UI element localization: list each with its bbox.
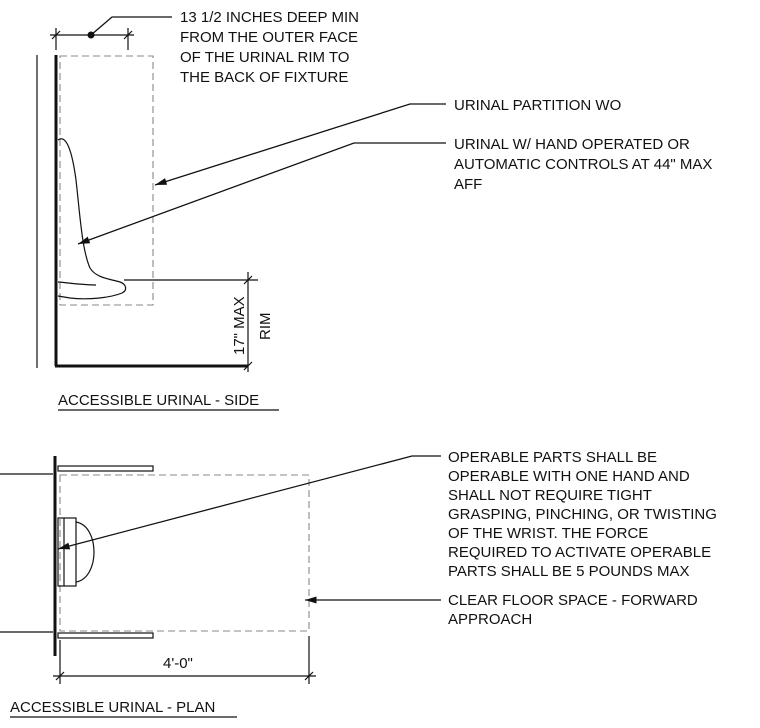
operable-note-line-7: PARTS SHALL BE 5 POUNDS MAX xyxy=(448,563,689,580)
depth-note-line-2: FROM THE OUTER FACE xyxy=(180,29,358,46)
rim-dim-line-1: 17" MAX xyxy=(231,296,248,355)
urinal-controls-leader xyxy=(77,142,446,245)
rim-dim-line-2: RIM xyxy=(257,313,274,341)
depth-tick-left xyxy=(51,30,61,40)
plan-partition-top xyxy=(57,465,154,472)
width-dimension-label: 4'-0" xyxy=(163,655,193,672)
width-tick-right xyxy=(304,671,314,681)
rim-tick-bottom xyxy=(243,361,253,371)
depth-note-line-3: OF THE URINAL RIM TO xyxy=(180,49,349,66)
urinal-note-line-3: AFF xyxy=(454,176,482,193)
plan-partition-bottom xyxy=(57,632,154,639)
partition-leader xyxy=(154,103,446,186)
depth-note-line-4: THE BACK OF FIXTURE xyxy=(180,69,348,86)
urinal-partition-outline xyxy=(59,55,154,306)
clear-floor-note-line-1: CLEAR FLOOR SPACE - FORWARD xyxy=(448,592,698,609)
operable-parts-leader xyxy=(57,455,441,550)
partition-label: URINAL PARTITION WO xyxy=(454,97,621,114)
urinal-note-line-2: AUTOMATIC CONTROLS AT 44" MAX xyxy=(454,156,712,173)
width-tick-left xyxy=(55,671,65,681)
clear-floor-note-line-2: APPROACH xyxy=(448,611,532,628)
operable-note-line-6: REQUIRED TO ACTIVATE OPERABLE xyxy=(448,544,711,561)
plan-view: OPERABLE PARTS SHALL BE OPERABLE WITH ON… xyxy=(0,449,717,718)
depth-tick-right xyxy=(123,30,133,40)
depth-leader xyxy=(90,16,172,36)
rim-tick-top xyxy=(243,275,253,285)
operable-note-line-5: OF THE WRIST. THE FORCE xyxy=(448,525,648,542)
operable-note-line-2: OPERABLE WITH ONE HAND AND xyxy=(448,468,690,485)
plan-view-title: ACCESSIBLE URINAL - PLAN xyxy=(10,699,215,716)
operable-note-line-3: SHALL NOT REQUIRE TIGHT xyxy=(448,487,652,504)
depth-note-line-1: 13 1/2 INCHES DEEP MIN xyxy=(180,9,359,26)
side-view-title: ACCESSIBLE URINAL - SIDE xyxy=(58,392,259,409)
urinal-inner-line xyxy=(57,281,97,286)
urinal-plan-body xyxy=(57,517,77,587)
urinal-note-line-1: URINAL W/ HAND OPERATED OR xyxy=(454,136,690,153)
clear-floor-space xyxy=(59,474,310,632)
side-view: 13 1/2 INCHES DEEP MIN FROM THE OUTER FA… xyxy=(36,9,712,411)
operable-note-line-1: OPERABLE PARTS SHALL BE xyxy=(448,449,657,466)
urinal-profile xyxy=(57,138,127,300)
operable-note-line-4: GRASPING, PINCHING, OR TWISTING xyxy=(448,506,717,523)
urinal-plan-bowl xyxy=(75,521,95,583)
